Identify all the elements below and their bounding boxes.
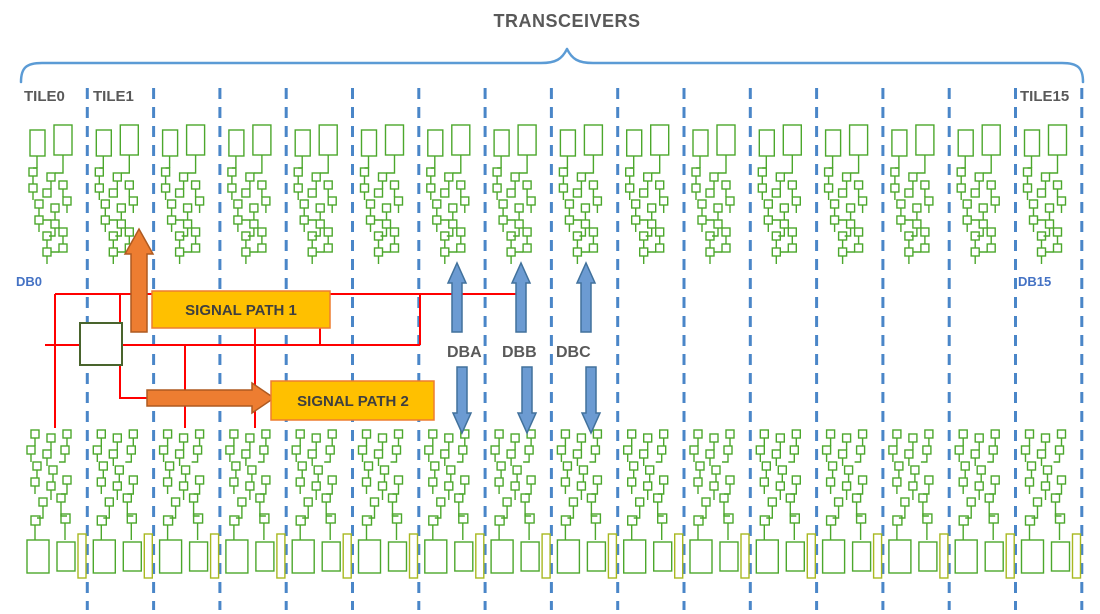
circuit-pattern-bottom	[291, 429, 352, 579]
circuit-pattern-bottom	[225, 429, 286, 579]
circuit-pattern-bottom	[556, 429, 618, 579]
dbb-label: DBB	[502, 344, 537, 361]
circuit-pattern-top	[625, 124, 670, 265]
signal-path-1-label: SIGNAL PATH 1	[185, 302, 297, 319]
routing-node-box	[79, 322, 123, 366]
dbc-label: DBC	[556, 344, 591, 361]
signal-path-1-box	[151, 290, 331, 329]
circuit-pattern-top	[823, 124, 869, 265]
circuit-pattern-top	[359, 124, 405, 265]
circuit-pattern-bottom	[158, 429, 220, 579]
circuit-pattern-bottom	[954, 429, 1015, 579]
db0-label: DB0	[16, 274, 42, 289]
diagram-title: TRANSCEIVERS	[493, 11, 640, 31]
circuit-pattern-top	[558, 124, 604, 265]
circuit-pattern-bottom	[821, 429, 883, 579]
dba-up-arrow	[446, 261, 468, 333]
signal-path-1-up-arrow	[123, 227, 155, 333]
dba-label: DBA	[447, 344, 482, 361]
tile1-label: TILE1	[93, 88, 134, 105]
circuit-pattern-bottom	[92, 429, 154, 579]
circuit-pattern-top	[426, 124, 471, 265]
circuit-pattern-top	[1022, 124, 1068, 265]
brace-decoration	[19, 47, 1085, 84]
dbb-up-arrow	[510, 261, 532, 333]
circuit-pattern-top	[890, 124, 935, 265]
circuit-pattern-top	[691, 124, 736, 265]
circuit-pattern-bottom	[623, 429, 684, 579]
circuit-pattern-bottom	[424, 429, 485, 579]
dbb-down-arrow	[516, 366, 538, 435]
db15-label: DB15	[1018, 274, 1051, 289]
circuit-pattern-bottom	[755, 429, 816, 579]
tile15-label: TILE15	[1020, 88, 1069, 105]
signal-path-2-label: SIGNAL PATH 2	[297, 393, 409, 410]
signal-path-2-box	[270, 380, 435, 421]
circuit-pattern-top	[293, 124, 338, 265]
circuit-pattern-top	[227, 124, 272, 265]
circuit-pattern-top	[160, 124, 206, 265]
circuit-pattern-top	[956, 124, 1001, 265]
tile-divider-lines	[85, 88, 1084, 610]
signal-path-2-right-arrow	[146, 381, 276, 415]
circuit-pattern-top	[492, 124, 537, 265]
circuit-pattern-bottom	[1020, 429, 1082, 579]
circuit-pattern-bottom	[26, 429, 87, 579]
circuit-pattern-top	[757, 124, 802, 265]
dbc-up-arrow	[575, 261, 597, 333]
dbc-down-arrow	[580, 366, 602, 435]
dba-down-arrow	[451, 366, 473, 435]
circuit-pattern-bottom	[888, 429, 949, 579]
circuit-pattern-top	[28, 124, 73, 265]
circuit-pattern-bottom	[689, 429, 750, 579]
tile0-label: TILE0	[24, 88, 65, 105]
circuit-pattern-bottom	[357, 429, 419, 579]
circuit-pattern-bottom	[490, 429, 551, 579]
